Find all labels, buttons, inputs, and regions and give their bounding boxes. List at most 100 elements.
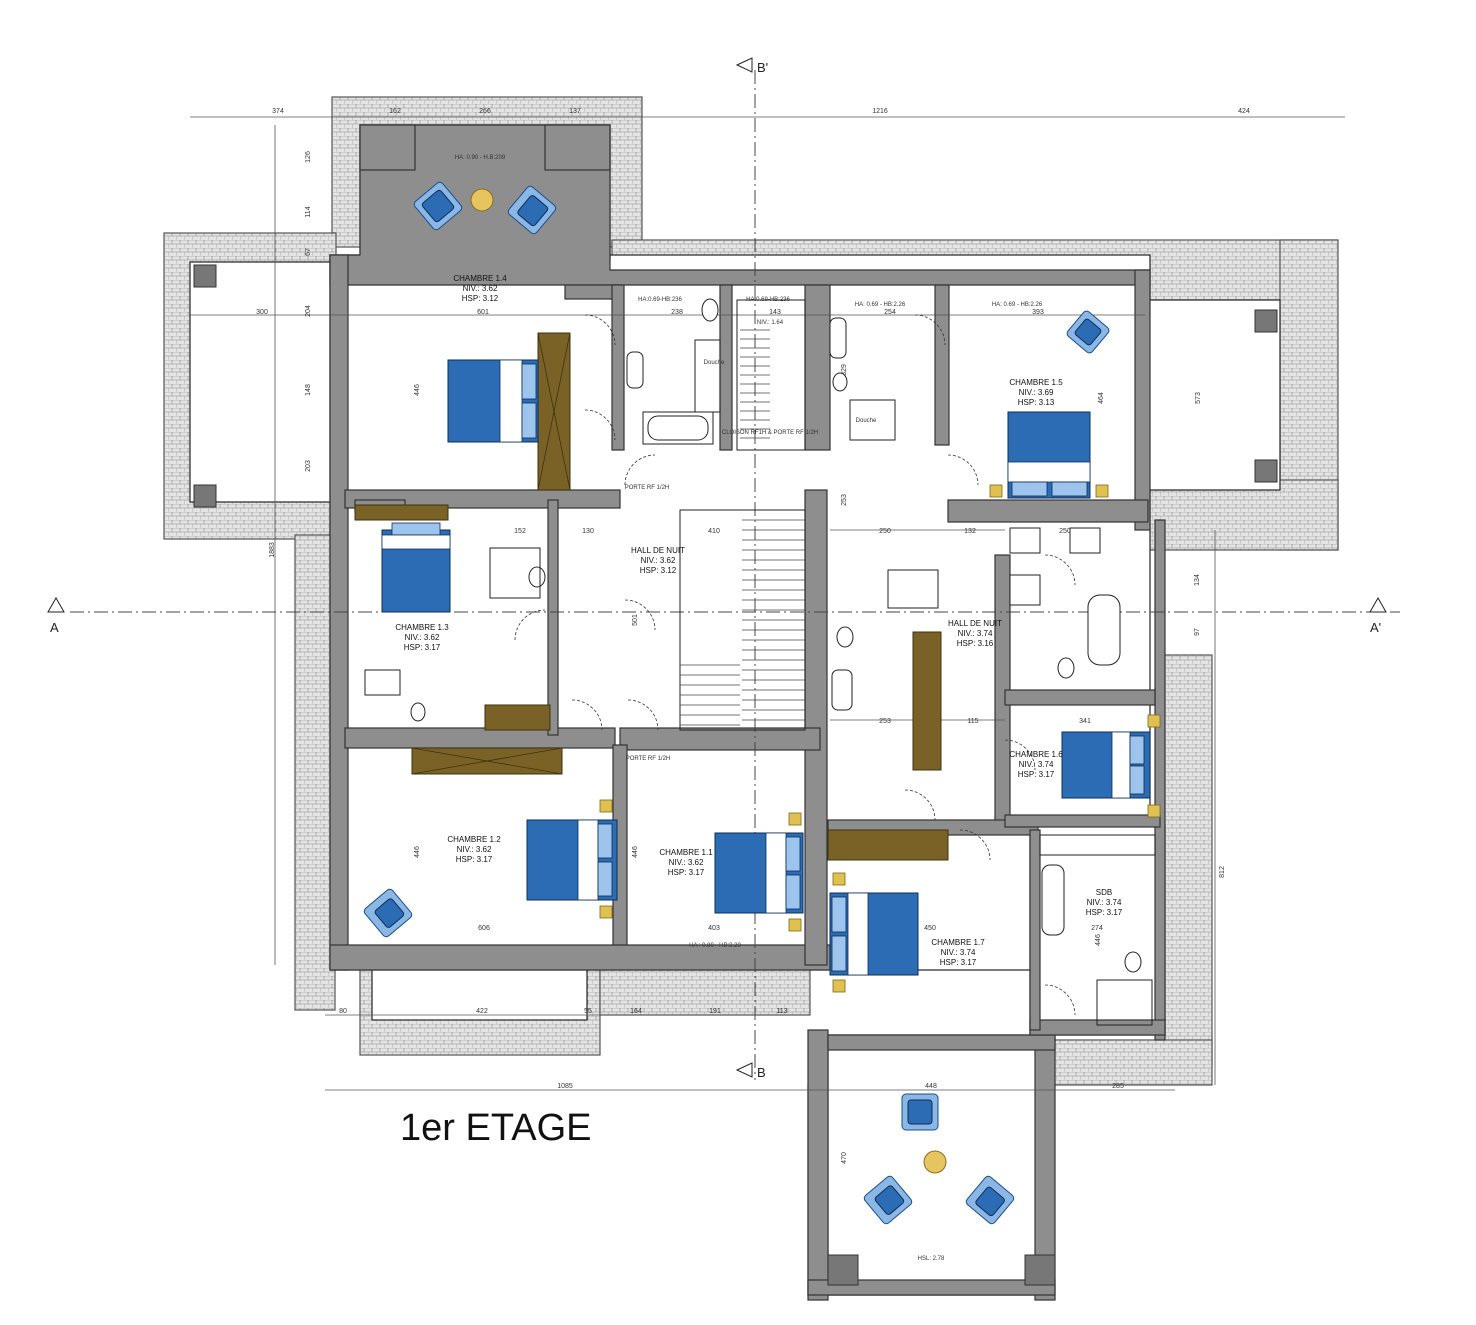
room-hsp: HSP: 3.12	[462, 294, 499, 303]
room-niv: NIV.: 3.62	[405, 633, 440, 642]
dim-text: 143	[769, 309, 781, 316]
dim-text: 424	[1238, 108, 1250, 115]
window-label: HA: 0.90 - H.B:209	[455, 155, 506, 161]
section-marker-b	[735, 1062, 753, 1078]
room-niv: NIV.: 3.74	[958, 629, 993, 638]
bed-chambre-1-5	[989, 411, 1109, 499]
armchair	[965, 1175, 1015, 1225]
staircase-small	[736, 299, 806, 451]
room-niv: NIV.: 3.74	[941, 948, 976, 957]
dim-text: 130	[582, 528, 594, 535]
dim-text: 300	[256, 309, 268, 316]
cloison-label: CLOISON RF1H & PORTE RF 1/2H	[722, 430, 818, 436]
dim-text: 162	[389, 108, 401, 115]
hsl-label: HSL: 2.78	[918, 1256, 945, 1262]
section-label-b: B	[757, 1065, 766, 1080]
room-niv: NIV.: 3.62	[463, 284, 498, 293]
fire-door-label: PORTE RF 1/2H	[626, 756, 671, 762]
dim-text: 470	[841, 1152, 848, 1164]
armchair	[413, 181, 463, 231]
dim-text: 1216	[872, 108, 888, 115]
dim-text: 601	[477, 309, 489, 316]
armchair	[863, 1175, 913, 1225]
dim-text: 253	[879, 718, 891, 725]
room-hsp: HSP: 3.16	[957, 639, 994, 648]
bed-chambre-1-1	[714, 812, 804, 932]
dim-text: 464	[1098, 392, 1105, 404]
dim-text: 80	[339, 1008, 347, 1015]
window-label: HA:0.69-HB:236	[746, 297, 790, 303]
dim-text: 126	[305, 151, 312, 163]
room-name: CHAMBRE 1.4	[453, 274, 507, 283]
room-niv: NIV.: 3.74	[1019, 760, 1054, 769]
dim-text: 410	[708, 528, 720, 535]
beds	[381, 359, 1161, 993]
section-marker-b-prime	[735, 57, 753, 73]
doors	[514, 314, 1076, 1016]
lounge-furniture	[363, 181, 1110, 1225]
room-chambre-1-4: CHAMBRE 1.4 NIV.: 3.62 HSP: 3.12	[453, 274, 507, 303]
dimension-texts-bottom: 80 422 55 164 191 113 1085 448 285	[339, 1008, 1124, 1090]
dim-text: 253	[841, 494, 848, 506]
room-niv: NIV.: 3.62	[641, 556, 676, 565]
room-name: CHAMBRE 1.5	[1009, 378, 1063, 387]
bed-chambre-1-2	[526, 799, 618, 919]
dim-text: 450	[924, 925, 936, 932]
room-chambre-1-2: CHAMBRE 1.2 NIV.: 3.62 HSP: 3.17	[447, 835, 501, 864]
dim-text: 97	[1194, 628, 1201, 636]
dim-text: 164	[630, 1008, 642, 1015]
room-name: CHAMBRE 1.2	[447, 835, 501, 844]
room-niv: NIV.: 3.74	[1087, 898, 1122, 907]
room-hall-de-nuit-1: HALL DE NUIT NIV.: 3.62 HSP: 3.12	[631, 546, 685, 575]
shower-label: Douche	[856, 418, 877, 424]
room-name: HALL DE NUIT	[631, 546, 685, 555]
room-hsp: HSP: 3.17	[668, 868, 705, 877]
building-floor	[189, 124, 1281, 1296]
bed-chambre-1-7	[829, 872, 919, 993]
dim-text: 446	[632, 846, 639, 858]
dim-text: 250	[1059, 528, 1071, 535]
window-label: HA:0.69-HB:236	[638, 297, 682, 303]
dim-text: 446	[414, 846, 421, 858]
dim-text: 113	[776, 1008, 787, 1015]
fixtures	[364, 298, 1156, 1026]
dim-text: 137	[569, 108, 581, 115]
annotations: Douche Douche PORTE RF 1/2H PORTE RF 1/2…	[455, 155, 1043, 1262]
room-name: HALL DE NUIT	[948, 619, 1002, 628]
dim-text: 446	[414, 384, 421, 396]
dimension-texts-top: 374 162 266 137 1216 424	[272, 108, 1250, 115]
page-title: 1er ETAGE	[400, 1107, 591, 1149]
shower-label: Douche	[704, 360, 725, 366]
room-hsp: HSP: 3.17	[456, 855, 493, 864]
dimension-lines	[190, 116, 1345, 1091]
section-marker-a	[47, 596, 65, 613]
dim-text: 1883	[269, 542, 276, 558]
dim-text: 341	[1079, 718, 1091, 725]
dim-text: 266	[479, 108, 491, 115]
dim-text: 191	[709, 1008, 721, 1015]
dim-text: 134	[1194, 574, 1201, 586]
dim-text: 573	[1195, 392, 1202, 404]
room-chambre-1-6: CHAMBRE 1.6 NIV.: 3.74 HSP: 3.17	[1009, 750, 1063, 779]
room-name: CHAMBRE 1.7	[931, 938, 985, 947]
dim-text: 152	[514, 528, 526, 535]
armchair	[1066, 310, 1110, 354]
stair-level-label: NIV.: 1.64	[757, 320, 784, 326]
room-hsp: HSP: 3.12	[640, 566, 677, 575]
window-label: HA: 0.69 - HB:2.26	[992, 302, 1043, 308]
armchair	[901, 1093, 939, 1131]
dim-text: 446	[1095, 934, 1102, 946]
fire-door-label: PORTE RF 1/2H	[625, 485, 670, 491]
dim-text: 448	[925, 1083, 937, 1090]
room-chambre-1-5: CHAMBRE 1.5 NIV.: 3.69 HSP: 3.13	[1009, 378, 1063, 407]
window-label: HA : 0.80 - HB:2.20	[689, 943, 741, 949]
room-chambre-1-7: CHAMBRE 1.7 NIV.: 3.74 HSP: 3.17	[931, 938, 985, 967]
dim-text: 403	[708, 925, 720, 932]
dim-text: 67	[305, 248, 312, 256]
dim-text: 812	[1219, 866, 1226, 878]
room-name: SDB	[1096, 888, 1112, 897]
dim-text: 204	[305, 305, 312, 317]
section-label-a-prime: A'	[1370, 620, 1381, 635]
walls	[193, 124, 1278, 1301]
